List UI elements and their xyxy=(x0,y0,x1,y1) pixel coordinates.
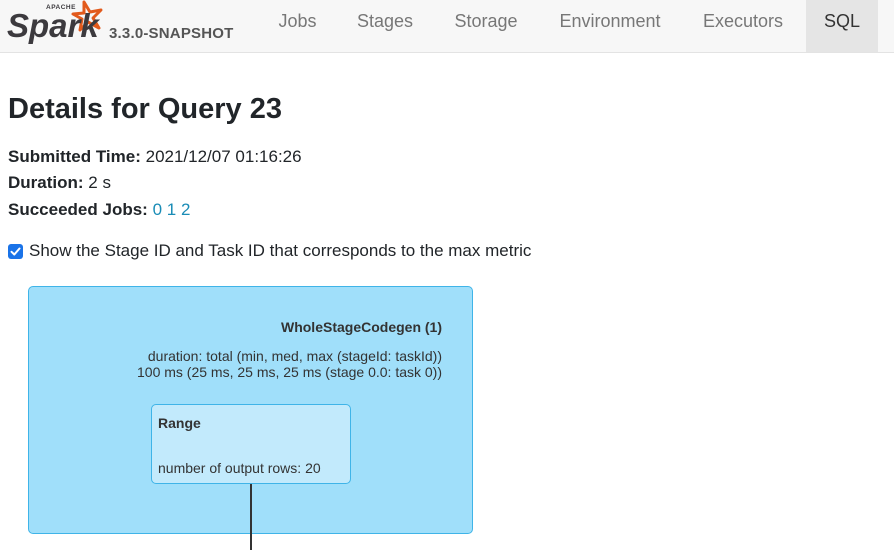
page-title: Details for Query 23 xyxy=(8,93,282,125)
job-link-2[interactable]: 2 xyxy=(180,200,191,219)
node-title: Range xyxy=(158,415,201,431)
duration-value: 2 s xyxy=(88,173,111,192)
tab-sql-label: SQL xyxy=(823,11,861,31)
plan-edge xyxy=(250,484,252,550)
apache-text: APACHE xyxy=(46,4,76,11)
tab-environment-label: Environment xyxy=(559,11,661,31)
spark-logo-graphic: APACHE Spark xyxy=(7,0,103,44)
submitted-time: Submitted Time: 2021/12/07 01:16:26 xyxy=(8,147,302,167)
node-metric: number of output rows: 20 xyxy=(158,460,321,476)
submitted-time-value: 2021/12/07 01:16:26 xyxy=(145,147,302,166)
tab-executors-label: Executors xyxy=(702,11,784,31)
tab-storage-label: Storage xyxy=(454,11,518,31)
show-stage-task-checkbox[interactable] xyxy=(8,243,23,259)
succeeded-jobs: Succeeded Jobs: 0 1 2 xyxy=(8,200,190,220)
checkmark-icon xyxy=(10,247,21,255)
show-stage-task-row: Show the Stage ID and Task ID that corre… xyxy=(8,240,531,262)
top-navbar: APACHE Spark 3.3.0-SNAPSHOT Jobs Stages … xyxy=(0,0,894,53)
cluster-title: WholeStageCodegen (1) xyxy=(280,319,442,335)
spark-version: 3.3.0-SNAPSHOT xyxy=(109,25,234,42)
succeeded-jobs-label: Succeeded Jobs: xyxy=(8,200,148,219)
spark-logo-icon[interactable]: APACHE Spark xyxy=(6,0,106,52)
tab-executors[interactable]: Executors xyxy=(687,0,799,52)
submitted-time-label: Submitted Time: xyxy=(8,147,141,166)
duration: Duration: 2 s xyxy=(8,173,111,193)
tab-jobs-label: Jobs xyxy=(278,11,317,31)
cluster-metric-values: 100 ms (25 ms, 25 ms, 25 ms (stage 0.0: … xyxy=(137,364,442,380)
show-stage-task-label: Show the Stage ID and Task ID that corre… xyxy=(29,241,532,260)
tab-storage[interactable]: Storage xyxy=(436,0,536,52)
spark-text: Spark xyxy=(7,7,100,44)
tab-sql[interactable]: SQL xyxy=(806,0,878,52)
tab-stages-label: Stages xyxy=(356,11,414,31)
tab-stages[interactable]: Stages xyxy=(338,0,432,52)
job-link-1[interactable]: 1 xyxy=(166,200,177,219)
cluster-metric-header: duration: total (min, med, max (stageId:… xyxy=(147,348,442,364)
job-link-0[interactable]: 0 xyxy=(152,200,163,219)
tab-environment[interactable]: Environment xyxy=(545,0,675,52)
plan-node-range[interactable]: Range number of output rows: 20 xyxy=(151,404,351,484)
duration-label: Duration: xyxy=(8,173,84,192)
tab-jobs[interactable]: Jobs xyxy=(259,0,336,52)
